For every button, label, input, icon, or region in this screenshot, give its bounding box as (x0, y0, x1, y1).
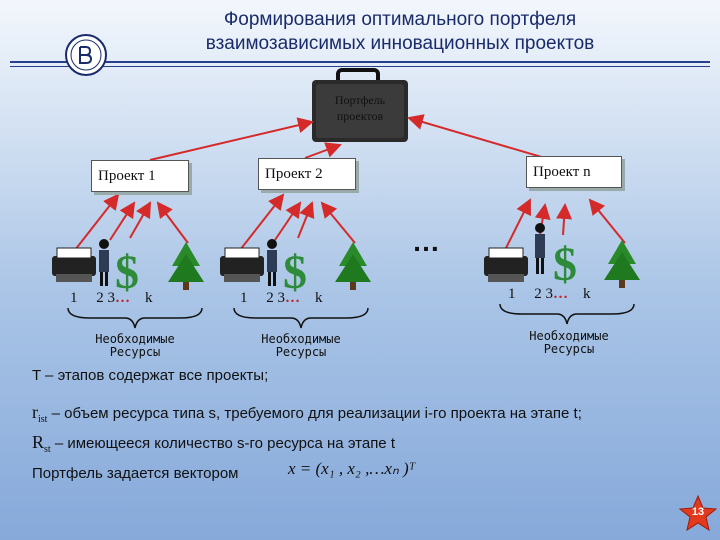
tree-icon (168, 242, 204, 290)
title-line-1: Формирования оптимального портфеля (223, 9, 577, 30)
typewriter-icon (484, 247, 528, 282)
header-rule-thin (10, 66, 710, 67)
typewriter-icon (52, 247, 96, 282)
dollar-icon: $ (115, 246, 139, 299)
slide-title: Формирования оптимального портфеля взаим… (150, 8, 650, 56)
tree-icon (335, 242, 371, 290)
tree-icon (604, 240, 640, 288)
brace-n (499, 303, 635, 325)
r-description: – объем ресурса типа s, требуемого для р… (51, 405, 582, 422)
resource-required-line: rist – объем ресурса типа s, требуемого … (32, 402, 582, 425)
resource-icons-1: $ (52, 239, 204, 299)
briefcase-icon (312, 68, 408, 142)
project-1-label: Проект 1 (98, 168, 156, 184)
arrow-projectn-portfolio (407, 114, 546, 159)
typewriter-icon (220, 247, 264, 282)
resource-icons-n: $ (484, 223, 640, 291)
brace-2 (233, 307, 369, 329)
person-icon (535, 223, 545, 274)
resource-icons-2: $ (220, 239, 371, 299)
project-2-label: Проект 2 (265, 166, 323, 182)
resource-arrows-2 (239, 193, 356, 251)
arrow-project1-portfolio (149, 117, 314, 161)
dollar-icon: $ (553, 238, 577, 291)
stages-text: T – этапов содержат все проекты; (32, 367, 269, 384)
r-subscript: ist (38, 414, 48, 425)
university-logo (65, 34, 107, 76)
R-symbol: R (32, 432, 45, 452)
R-subscript: st (44, 444, 51, 455)
dollar-icon: $ (283, 246, 307, 299)
portfolio-label: Портфель проектов (334, 93, 386, 123)
header-rule (10, 61, 710, 63)
arrow-project2-portfolio (304, 142, 342, 159)
project-2-note: Проект 2 (258, 158, 356, 190)
title-line-2: взаимозависимых инновационных проектов (205, 33, 595, 54)
project-1-note: Проект 1 (91, 160, 189, 192)
person-icon (99, 239, 109, 286)
page-number-badge (678, 494, 718, 532)
r-symbol: r (32, 402, 38, 422)
indices-2: 1 2 3… k (240, 290, 323, 306)
resource-arrows-1 (74, 193, 189, 251)
portfolio-vector-formula: x = (x₁ , x₂ ,…xₙ )ᵀ (288, 459, 416, 478)
indices-n: 1 2 3… k (508, 286, 591, 302)
page-number: 13 (691, 506, 705, 518)
resource-available-line: Rst – имеющееся количество s-го ресурса … (32, 432, 395, 455)
portfolio-vector-text: Портфель задается вектором (32, 465, 239, 482)
R-description: – имеющееся количество s-го ресурса на э… (54, 435, 395, 452)
project-n-label: Проект n (533, 164, 591, 180)
project-n-note: Проект n (526, 156, 622, 188)
more-projects-ellipsis: … (412, 226, 446, 257)
indices-1: 1 2 3… k (70, 290, 153, 306)
person-icon (267, 239, 277, 286)
brace-1 (67, 307, 203, 329)
